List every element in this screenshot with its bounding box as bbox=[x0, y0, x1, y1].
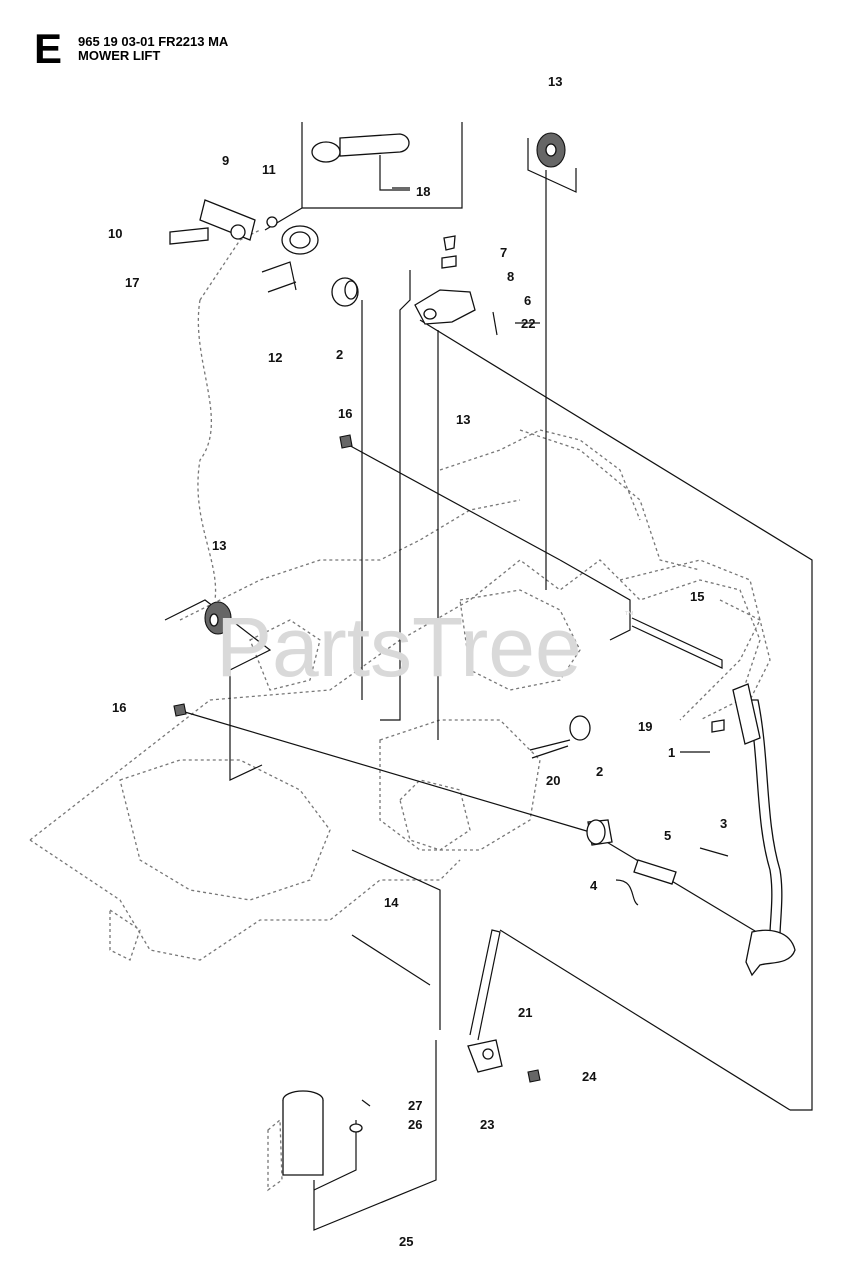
callout-13-mid: 13 bbox=[456, 412, 470, 427]
callout-24: 24 bbox=[582, 1069, 597, 1084]
callout-3: 3 bbox=[720, 816, 727, 831]
callout-13-left: 13 bbox=[212, 538, 226, 553]
callout-10: 10 bbox=[108, 226, 122, 241]
callout-23: 23 bbox=[480, 1117, 494, 1132]
section-letter: E bbox=[34, 25, 63, 72]
callouts: 13 9 11 18 10 17 7 8 6 22 2 12 16 13 15 … bbox=[108, 74, 727, 1249]
callout-16-lower: 16 bbox=[112, 700, 126, 715]
callout-7: 7 bbox=[500, 245, 507, 260]
callout-1: 1 bbox=[668, 745, 675, 760]
diagram-title: MOWER LIFT bbox=[78, 48, 161, 63]
watermark-trademark: ™ bbox=[624, 610, 634, 621]
tractor-frame-outline bbox=[29, 229, 771, 961]
callout-20: 20 bbox=[546, 773, 560, 788]
callout-27: 27 bbox=[408, 1098, 422, 1113]
watermark-text: PartsTree bbox=[216, 600, 582, 694]
callout-11: 11 bbox=[262, 162, 276, 177]
callout-8: 8 bbox=[507, 269, 514, 284]
callout-16-upper: 16 bbox=[338, 406, 352, 421]
callout-25: 25 bbox=[399, 1234, 413, 1249]
watermark: PartsTree ™ bbox=[216, 600, 634, 694]
callout-22: 22 bbox=[521, 316, 535, 331]
callout-2-upper: 2 bbox=[336, 347, 343, 362]
callout-5: 5 bbox=[664, 828, 671, 843]
callout-26: 26 bbox=[408, 1117, 422, 1132]
callout-13-top: 13 bbox=[548, 74, 562, 89]
parts bbox=[169, 132, 796, 1192]
reference-lines bbox=[164, 122, 813, 1231]
callout-2-lower: 2 bbox=[596, 764, 603, 779]
callout-9: 9 bbox=[222, 153, 229, 168]
callout-6: 6 bbox=[524, 293, 531, 308]
callout-21: 21 bbox=[518, 1005, 532, 1020]
callout-19: 19 bbox=[638, 719, 652, 734]
callout-14: 14 bbox=[384, 895, 399, 910]
callout-18: 18 bbox=[416, 184, 430, 199]
callout-17: 17 bbox=[125, 275, 139, 290]
callout-4: 4 bbox=[590, 878, 598, 893]
part-code: 965 19 03-01 FR2213 MA bbox=[78, 34, 229, 49]
callout-12: 12 bbox=[268, 350, 282, 365]
callout-15: 15 bbox=[690, 589, 704, 604]
